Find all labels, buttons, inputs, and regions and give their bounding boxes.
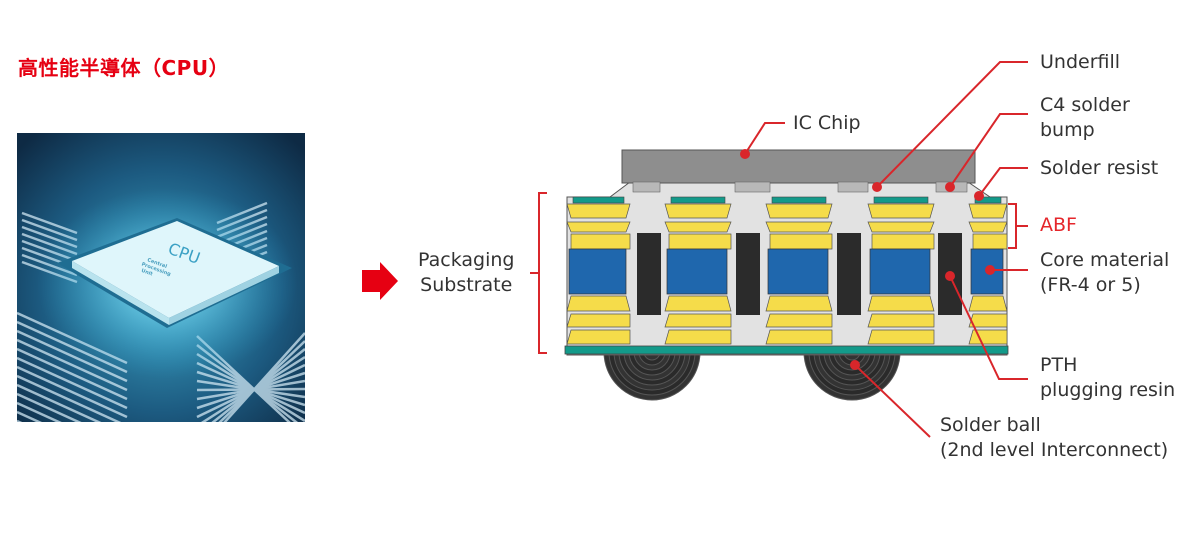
abf-layer [765, 329, 833, 345]
page-title: 高性能半導体（CPU） [18, 56, 230, 80]
solder-resist [771, 196, 827, 204]
abf-layer [664, 203, 732, 219]
abf-layer [765, 295, 833, 312]
trace [17, 392, 82, 422]
abf-layer [968, 313, 1008, 328]
label-line: (2nd level Interconnect) [940, 439, 1169, 461]
trace [17, 329, 128, 383]
label-underfill: Underfill [1040, 51, 1121, 73]
cpu-chip-subtext: Unit [140, 268, 154, 278]
pth-plugging-resin [837, 233, 861, 315]
abf-layer [566, 313, 631, 328]
label-line: plugging resin [1040, 379, 1176, 401]
abf-layer [566, 295, 631, 312]
label-line: C4 solder [1040, 94, 1130, 116]
label-solder-resist: Solder resist [1040, 157, 1159, 179]
pth-plugging-resin [736, 233, 760, 315]
abf-layer [570, 233, 631, 250]
ic-chip [621, 149, 976, 184]
abf-layer [664, 295, 732, 312]
abf-layer [871, 233, 935, 250]
abf-layer [867, 329, 935, 345]
solder-resist [572, 196, 625, 204]
abf-layer [664, 221, 732, 233]
solder-resist [670, 196, 726, 204]
abf-layer [566, 203, 631, 219]
abf-layer [867, 203, 935, 219]
solder-resist [974, 196, 1002, 204]
abf-layer [765, 313, 833, 328]
label-solder-ball: Solder ball (2nd level Interconnect) [940, 413, 1168, 463]
trace [17, 374, 122, 422]
c4-solder-bump [734, 181, 771, 193]
trace [17, 365, 128, 419]
abf-layer [968, 221, 1008, 233]
core-material [767, 248, 829, 295]
abf-layer [664, 329, 732, 345]
abf-layer [668, 233, 732, 250]
abf-layer [769, 233, 833, 250]
substrate-layers [566, 181, 1008, 345]
arrow-right-icon [362, 262, 398, 300]
label-packaging-substrate: Packaging Substrate [418, 248, 514, 298]
label-c4-solder-bump: C4 solder bump [1040, 93, 1130, 143]
trace [17, 401, 62, 422]
c4-solder-bump [632, 181, 661, 193]
abf-layer [867, 221, 935, 233]
pth-plugging-resin [637, 233, 661, 315]
label-line: Packaging [418, 249, 515, 271]
abf-layer [765, 221, 833, 233]
label-line: (FR-4 or 5) [1040, 274, 1141, 296]
packaging-bracket [530, 192, 547, 354]
abf-layer [566, 329, 631, 345]
bottom-solder-resist [564, 345, 1009, 355]
core-material [666, 248, 728, 295]
c4-solder-bump [837, 181, 869, 193]
leader-lines [744, 61, 1028, 438]
core-material [869, 248, 931, 295]
label-line: Solder ball [940, 414, 1041, 436]
label-core-material: Core material (FR-4 or 5) [1040, 248, 1169, 298]
abf-layer [968, 203, 1008, 219]
solder-resist [873, 196, 929, 204]
label-abf: ABF [1040, 214, 1077, 236]
trace [17, 356, 128, 410]
abf-layer [664, 313, 732, 328]
label-line: Core material [1040, 249, 1170, 271]
cpu-photo: CPU Central Processing Unit [17, 133, 305, 422]
abf-layer [972, 233, 1008, 250]
abf-layer [968, 329, 1008, 345]
trace [17, 338, 128, 392]
abf-layer [566, 221, 631, 233]
label-line: PTH [1040, 354, 1078, 376]
abf-layer [968, 295, 1008, 312]
trace [17, 383, 102, 422]
leader-dots [740, 149, 995, 370]
label-line: bump [1040, 119, 1095, 141]
core-material [568, 248, 627, 295]
trace [17, 410, 43, 422]
label-ic-chip: IC Chip [793, 112, 861, 134]
label-pth-plugging-resin: PTH plugging resin [1040, 353, 1175, 403]
trace [17, 347, 128, 401]
label-line: Substrate [420, 274, 513, 296]
abf-layer [867, 295, 935, 312]
abf-layer [765, 203, 833, 219]
solder-balls [603, 351, 901, 401]
abf-layer [867, 313, 935, 328]
